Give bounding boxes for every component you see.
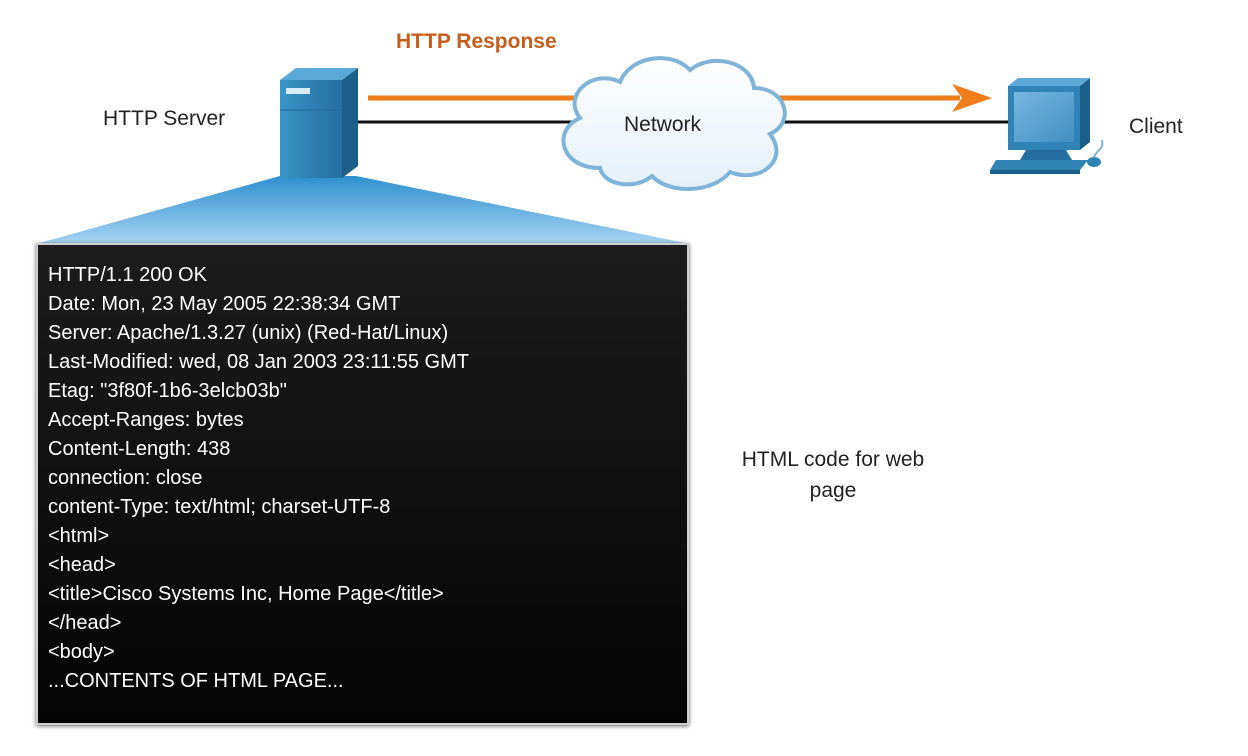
response-line-content-type: content-Type: text/html; charset-UTF-8 xyxy=(48,496,391,518)
response-line-content-length: Content-Length: 438 xyxy=(48,438,231,460)
server-zoom-beam xyxy=(36,176,690,244)
response-line-contents: ...CONTENTS OF HTML PAGE... xyxy=(48,670,344,692)
response-line-date: Date: Mon, 23 May 2005 22:38:34 GMT xyxy=(48,293,401,315)
html-code-note: HTML code for web page xyxy=(741,448,925,502)
http-server-label: HTTP Server xyxy=(103,107,226,130)
response-line-html-open: <html> xyxy=(48,525,110,547)
network-cloud-icon xyxy=(561,56,787,191)
http-response-code-box: HTTP/1.1 200 OK Date: Mon, 23 May 2005 2… xyxy=(36,243,689,725)
response-line-body-open: <body> xyxy=(48,641,115,663)
response-line-accept-ranges: Accept-Ranges: bytes xyxy=(48,409,244,431)
client-computer-icon xyxy=(990,78,1104,174)
response-line-connection: connection: close xyxy=(48,467,203,489)
response-line-title: <title>Cisco Systems Inc, Home Page</tit… xyxy=(48,583,444,605)
response-line-last-modified: Last-Modified: wed, 08 Jan 2003 23:11:55… xyxy=(48,351,469,373)
http-response-title: HTTP Response xyxy=(396,30,557,53)
server-icon xyxy=(280,68,358,178)
client-label: Client xyxy=(1129,115,1183,138)
response-line-head-close: </head> xyxy=(48,612,122,634)
response-line-status: HTTP/1.1 200 OK xyxy=(48,264,207,286)
network-label: Network xyxy=(624,113,702,136)
response-line-head-open: <head> xyxy=(48,554,116,576)
response-line-etag: Etag: "3f80f-1b6-3elcb03b" xyxy=(48,380,287,402)
response-arrow-head xyxy=(952,84,992,112)
response-line-server: Server: Apache/1.3.27 (unix) (Red-Hat/Li… xyxy=(48,322,449,344)
